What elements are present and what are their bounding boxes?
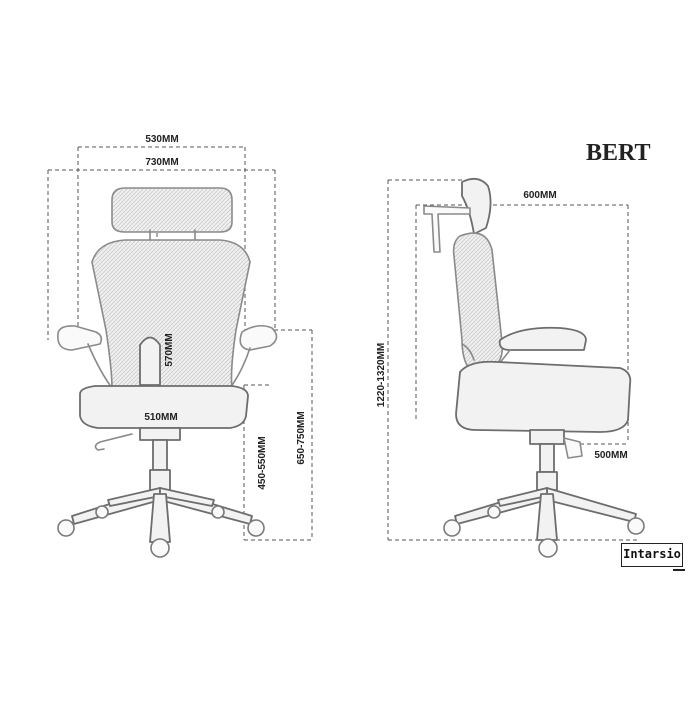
- brand-name: Intarsio: [623, 547, 681, 561]
- dim-label-530: 530MM: [145, 134, 178, 145]
- side-view-chair: [423, 177, 645, 558]
- dim-label-arm-height: 650-750MM: [296, 411, 307, 464]
- dim-label-seat-height: 450-550MM: [257, 436, 268, 489]
- product-title: BERT: [586, 140, 651, 166]
- dim-label-510: 510MM: [144, 412, 177, 423]
- brand-logo-tick: [673, 562, 685, 571]
- brand-logo: Intarsio: [621, 543, 685, 571]
- dim-label-570: 570MM: [164, 333, 175, 366]
- front-view-chair: [56, 187, 278, 558]
- side-dimension-lines: [387, 179, 640, 541]
- dim-label-total-height: 1220-1320MM: [376, 343, 387, 407]
- dim-label-730: 730MM: [145, 157, 178, 168]
- dim-label-600: 600MM: [523, 190, 556, 201]
- dim-label-500: 500MM: [594, 450, 627, 461]
